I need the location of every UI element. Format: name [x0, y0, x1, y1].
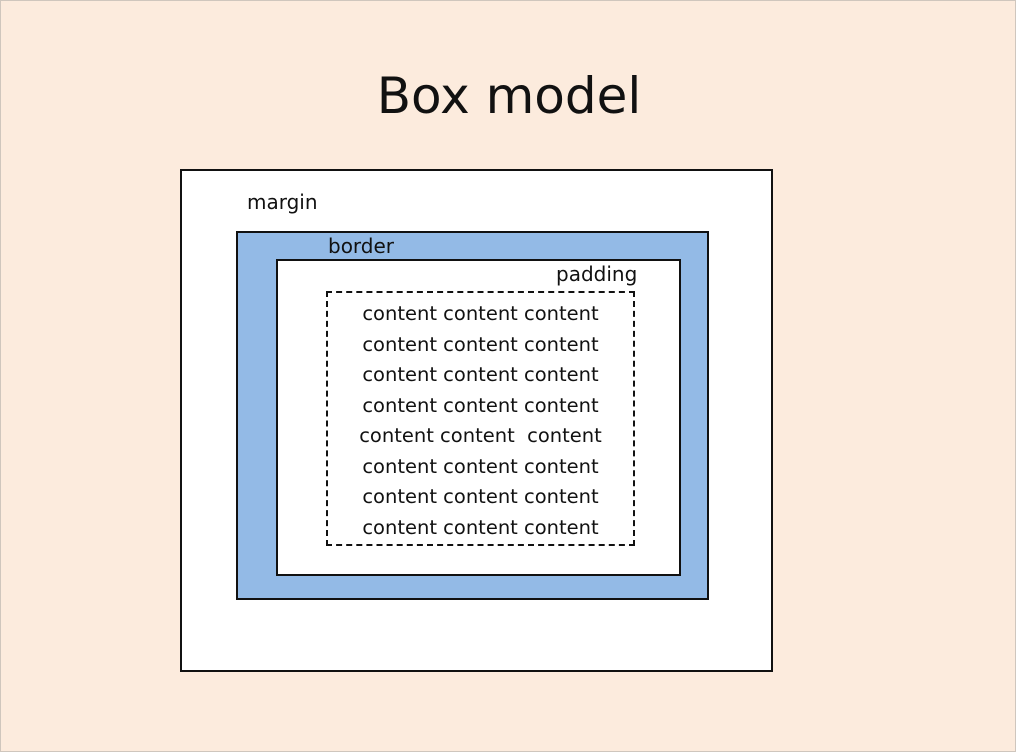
content-text: content content content content content … — [328, 299, 633, 543]
content-line: content content content — [362, 515, 599, 539]
content-line: content content content — [362, 363, 599, 386]
border-label: border — [328, 234, 395, 258]
content-line: content content content — [362, 332, 599, 356]
content-line: content content content — [359, 424, 602, 447]
content-line: content content content — [362, 454, 599, 478]
content-line: content content content — [362, 485, 599, 508]
padding-label: padding — [556, 262, 638, 286]
slide-title: Box model — [376, 67, 642, 125]
content-line: content content content — [362, 302, 599, 325]
content-box — [326, 291, 635, 546]
margin-label: margin — [247, 190, 318, 214]
content-line: content content content — [362, 393, 599, 417]
